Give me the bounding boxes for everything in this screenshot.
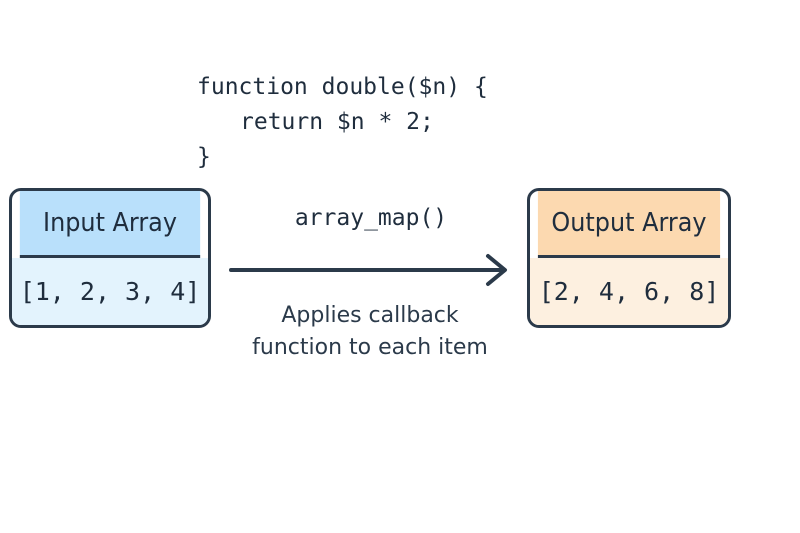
arrow-right-icon — [229, 254, 507, 286]
description-line-2: function to each item — [252, 335, 488, 360]
output-array-title: Output Array — [537, 191, 721, 258]
description-line-1: Applies callback — [281, 303, 459, 328]
array-map-description: Applies callback function to each item — [222, 300, 518, 364]
input-array-value: [1, 2, 3, 4] — [12, 258, 208, 325]
code-line-close-brace: } — [197, 144, 211, 170]
input-array-box: Input Array [1, 2, 3, 4] — [9, 188, 211, 328]
array-map-label: array_map() — [294, 205, 448, 231]
code-line-signature: function double($n) { — [197, 74, 488, 100]
code-line-return: return $n * 2; — [240, 109, 434, 135]
output-array-value: [2, 4, 6, 8] — [530, 258, 728, 325]
output-array-box: Output Array [2, 4, 6, 8] — [527, 188, 731, 328]
input-array-title: Input Array — [19, 191, 201, 258]
callback-code-block: function double($n) { return $n * 2;} — [197, 70, 488, 175]
